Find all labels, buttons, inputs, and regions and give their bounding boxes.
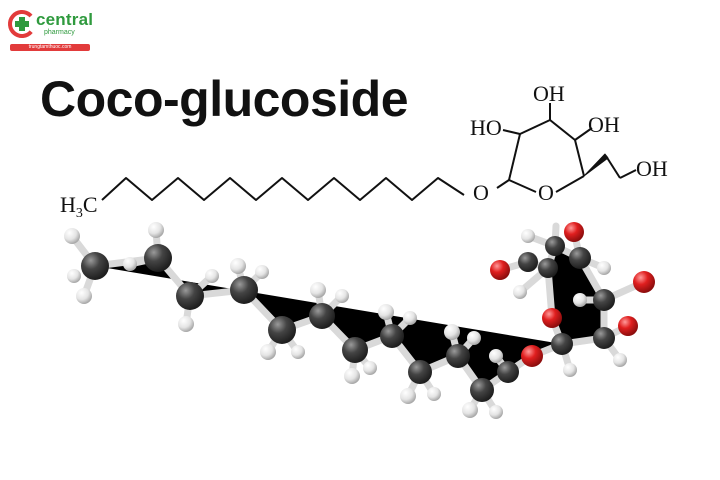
hydrogen-atom	[563, 363, 577, 377]
ring-bond-5	[519, 119, 551, 135]
label-ether-oxygen: O	[473, 180, 489, 205]
carbon-atom	[497, 361, 519, 383]
ring-bond-6	[508, 133, 521, 181]
label-ring-oxygen: O	[538, 180, 554, 205]
carbon-atom	[518, 252, 538, 272]
carbon-atom	[551, 333, 573, 355]
hydrogen-atom	[378, 304, 394, 320]
carbon-atom	[380, 324, 404, 348]
oh-bond-c3	[502, 129, 521, 135]
ring-bond-2	[555, 175, 585, 193]
hydrogen-atom	[67, 269, 81, 283]
page-title: Coco-glucoside	[40, 71, 409, 127]
hydrogen-atom	[344, 368, 360, 384]
pharmacy-cross-icon	[8, 10, 36, 38]
central-pharmacy-logo: central pharmacy trungtamthuoc.com	[6, 8, 98, 54]
brand-url-bar	[10, 44, 90, 51]
hydrogen-atom	[467, 331, 481, 345]
carbon-atom	[538, 258, 558, 278]
carbon-atoms	[81, 236, 615, 402]
oxygen-atom	[542, 308, 562, 328]
ball-and-stick-model	[64, 222, 655, 419]
ring-bond-3	[574, 139, 585, 177]
hydrogen-atom	[521, 229, 535, 243]
carbon-atom	[593, 289, 615, 311]
hydrogen-atom	[335, 289, 349, 303]
hydrogen-atom	[64, 228, 80, 244]
hydrogen-atoms	[64, 222, 627, 419]
hydrogen-atom	[255, 265, 269, 279]
oxygen-atom	[633, 271, 655, 293]
carbon-atom	[81, 252, 109, 280]
hydrogen-atom	[462, 402, 478, 418]
ring-bond-1	[508, 179, 537, 193]
skeletal-formula	[101, 103, 637, 201]
carbon-atom	[230, 276, 258, 304]
carbon-atom	[176, 282, 204, 310]
hydrogen-atom	[597, 261, 611, 275]
brand-sub: pharmacy	[44, 29, 75, 36]
carbon-atom	[545, 236, 565, 256]
label-ho-left: HO	[470, 115, 502, 140]
oxygen-atoms	[490, 222, 655, 367]
hydrogen-atom	[489, 349, 503, 363]
carbon-atom	[268, 316, 296, 344]
brand-url: trungtamthuoc.com	[28, 44, 72, 50]
hydrogen-atom	[148, 222, 164, 238]
ch2oh-bond-1	[605, 155, 621, 179]
hydrogen-atom	[76, 288, 92, 304]
hydrogen-atom	[613, 353, 627, 367]
carbon-atom	[309, 303, 335, 329]
label-oh-top: OH	[533, 81, 565, 106]
hydrogen-atom	[230, 258, 246, 274]
ch2oh-bond-2	[619, 169, 637, 179]
hydrogen-atom	[178, 316, 194, 332]
carbon-atom	[569, 247, 591, 269]
ether-bond-left	[496, 179, 510, 189]
carbon-atom	[408, 360, 432, 384]
ring-bond-4	[549, 119, 576, 141]
oxygen-atom	[521, 345, 543, 367]
carbon-atom	[342, 337, 368, 363]
carbon-atom	[593, 327, 615, 349]
hydrogen-atom	[260, 344, 276, 360]
label-oh-chain: OH	[636, 156, 668, 181]
carbon-atom	[446, 344, 470, 368]
hydrogen-atom	[400, 388, 416, 404]
label-methyl: H3C	[60, 192, 98, 221]
hydrogen-atom	[489, 405, 503, 419]
oxygen-atom	[490, 260, 510, 280]
hydrogen-atom	[573, 293, 587, 307]
brand-name: central	[36, 10, 94, 29]
hydrogen-atom	[444, 324, 460, 340]
hydrogen-atom	[291, 345, 305, 359]
oh-bond-c2	[574, 127, 593, 141]
label-methyl-subscript: 3	[76, 206, 83, 221]
label-oh-right: OH	[588, 112, 620, 137]
oxygen-atom	[618, 316, 638, 336]
hydrogen-atom	[513, 285, 527, 299]
hydrogen-atom	[205, 269, 219, 283]
alkyl-chain-bonds	[101, 177, 465, 201]
wedge-c5	[583, 153, 609, 177]
carbon-atom	[144, 244, 172, 272]
hydrogen-atom	[310, 282, 326, 298]
hydrogen-atom	[427, 387, 441, 401]
hydrogen-atom	[123, 257, 137, 271]
carbon-atom	[470, 378, 494, 402]
hydrogen-atom	[403, 311, 417, 325]
oxygen-atom	[564, 222, 584, 242]
hydrogen-atom	[363, 361, 377, 375]
